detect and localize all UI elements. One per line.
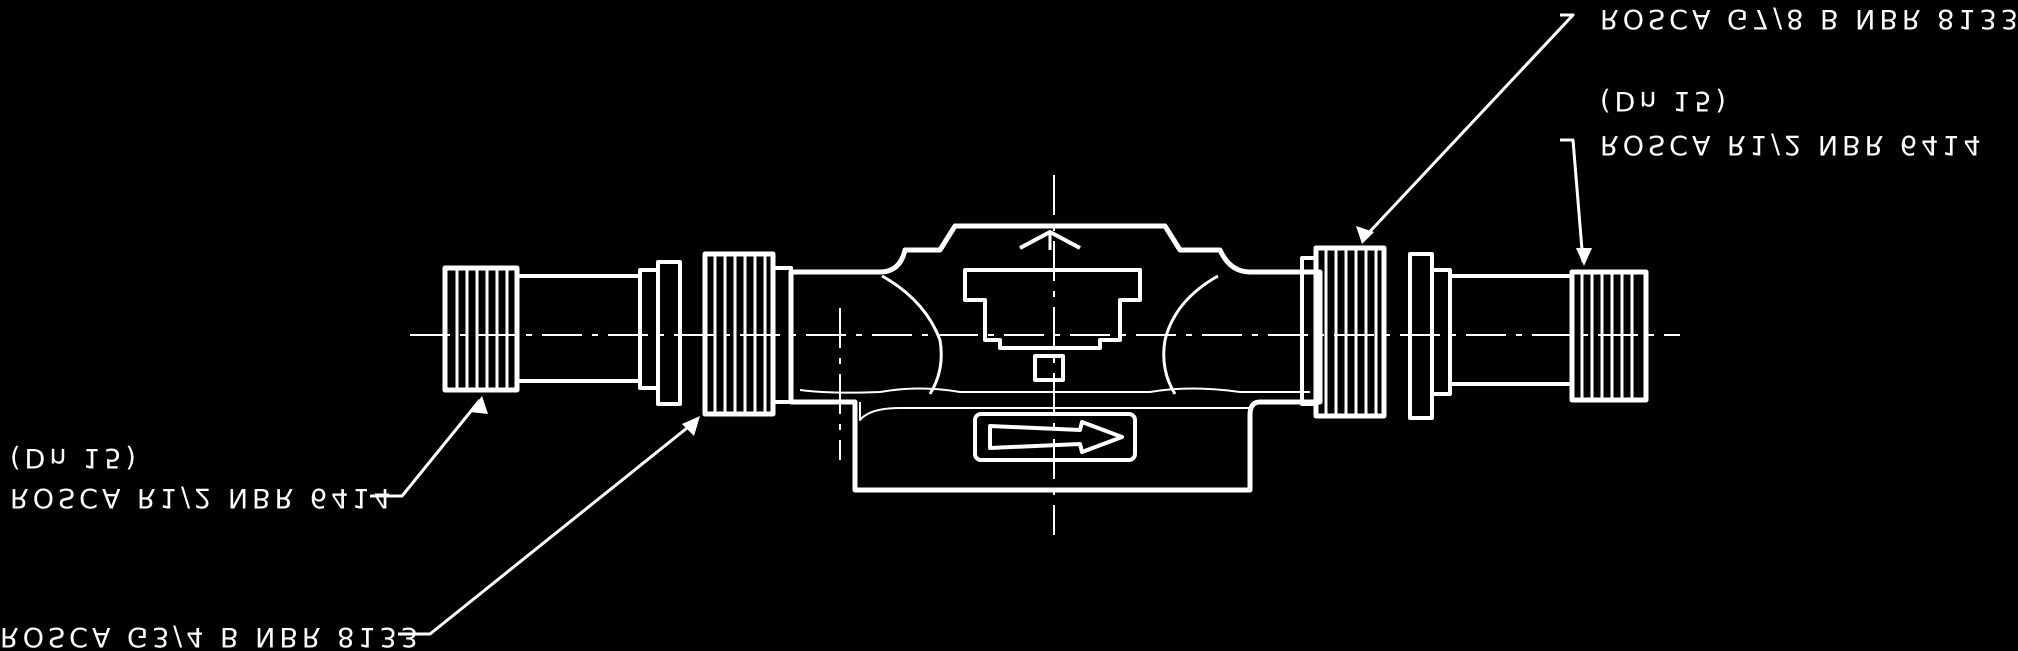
left-tail-thread: [442, 265, 520, 393]
left-tail-collar: [638, 268, 660, 390]
leader-arrowheads: [470, 226, 1592, 436]
label-left-dn: (Dn 15): [10, 442, 140, 473]
callout-labels: ROSCA G7/8 B NBR 8133 (Dn 15) ROSCA R1/2…: [0, 3, 2018, 651]
leader-lines: [370, 13, 1585, 636]
label-top-right-thread: ROSCA G7/8 B NBR 8133: [1600, 3, 2018, 34]
label-left-thread: ROSCA R1/2 NBR 6414: [10, 482, 395, 513]
center-lines: [410, 175, 1680, 535]
label-right-thread: ROSCA R1/2 NBR 6414: [1600, 129, 1985, 160]
meter-body: [788, 223, 1323, 493]
label-bottom-left-thread: ROSCA G3/4 B NBR 8133: [0, 621, 422, 651]
right-union-nut: [1300, 245, 1387, 419]
label-right-dn: (Dn 15): [1600, 85, 1730, 116]
left-nut-flange: [656, 260, 682, 406]
left-tailpiece: [442, 260, 682, 406]
left-tail-thread-lines: [455, 270, 509, 388]
